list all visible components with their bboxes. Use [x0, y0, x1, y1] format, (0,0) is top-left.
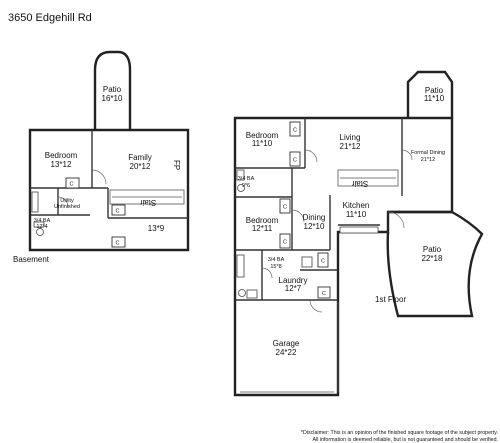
door-swing — [309, 299, 323, 313]
fireplace-label: FP — [172, 160, 181, 170]
room-name: 3/4 BA — [238, 176, 255, 182]
closet-box — [317, 286, 331, 299]
plan-title: 3650 Edgehill Rd — [8, 12, 92, 24]
room-size: 13*12 — [51, 160, 72, 169]
door-swing — [57, 196, 69, 208]
closet-label: C — [293, 128, 297, 134]
closet-label: C — [116, 209, 120, 215]
closet-box — [279, 198, 291, 214]
room-size: Unfinished — [54, 204, 80, 210]
door-swing — [401, 149, 413, 161]
basement-patio-outline — [93, 50, 132, 130]
room-size: 22*18 — [422, 254, 443, 263]
sink-fixture — [236, 169, 245, 181]
room-size: 12*11 — [252, 224, 273, 233]
floor-label: Basement — [13, 255, 50, 264]
closet-box — [317, 252, 329, 268]
basement-stair-outline — [109, 189, 185, 205]
door-swing — [304, 149, 318, 163]
room-name: Formal Dining — [411, 150, 445, 156]
closet-label: C — [283, 205, 287, 211]
room-name: Kitchen — [343, 201, 370, 210]
washer-fixture — [301, 256, 313, 268]
first-floor-outline — [233, 116, 454, 397]
room-name: Patio — [103, 85, 122, 94]
stair-label: Stair — [139, 198, 156, 207]
closet-label: C — [321, 259, 325, 265]
room-size: 9*6 — [242, 183, 250, 189]
closet-box — [279, 233, 291, 249]
room-name: Patio — [423, 245, 442, 254]
basement-outline — [28, 128, 190, 252]
room-name: Garage — [273, 339, 300, 348]
room-size: 11*10 — [252, 139, 273, 148]
closet-box — [111, 204, 126, 216]
room-size: 11*10 — [346, 210, 367, 219]
room-size: 21*12 — [340, 142, 361, 151]
shower-fixture — [236, 254, 245, 278]
room-name: Utility — [60, 198, 74, 204]
door-swing — [387, 211, 405, 229]
room-name: Family — [128, 153, 152, 162]
patio-right-outline — [386, 210, 484, 318]
room-size: 12*4 — [36, 224, 47, 230]
room-name: Laundry — [279, 276, 308, 285]
room-name: 3/4 BA — [34, 218, 51, 224]
closet-label: C — [70, 182, 74, 188]
room-name: Patio — [425, 86, 444, 95]
toilet-fixture — [36, 228, 44, 236]
room-size: 12*7 — [285, 284, 302, 293]
basement-plan: C C C Patio 16*10 Bedroom 13*12 Family 2… — [13, 50, 190, 264]
kitchen-counter — [339, 226, 379, 234]
toilet-fixture — [238, 289, 246, 297]
first-floor-plan: C C C C C C Patio 11*10 Bedroom 11*10 Li… — [233, 70, 484, 397]
sink-fixture — [33, 221, 45, 228]
closet-label: C — [322, 291, 326, 297]
closet-box — [65, 177, 80, 189]
door-swing — [91, 169, 107, 185]
room-size: 15*8 — [270, 264, 281, 270]
room-size: 16*10 — [102, 94, 123, 103]
closet-label: C — [283, 240, 287, 246]
room-name: Living — [340, 133, 361, 142]
disclaimer-line-2: All information is deemed reliable, but … — [312, 437, 498, 443]
closet-label: C — [116, 241, 120, 247]
room-size: 12*10 — [304, 222, 325, 231]
door-swing — [261, 267, 273, 279]
stair-outline — [337, 169, 399, 187]
room-size: 13*9 — [148, 224, 165, 233]
door-swing — [291, 209, 305, 223]
room-name: Bedroom — [246, 216, 279, 225]
room-size: 21*12 — [421, 157, 435, 163]
toilet-fixture — [237, 184, 245, 192]
room-name: Bedroom — [246, 131, 279, 140]
room-size: 24*22 — [276, 348, 297, 357]
closet-label: C — [293, 158, 297, 164]
closet-box — [289, 121, 301, 137]
closet-box — [289, 151, 301, 167]
shower-fixture — [31, 191, 39, 213]
stair-label: Stair — [351, 179, 368, 188]
room-name: Bedroom — [45, 151, 78, 160]
closet-box — [111, 236, 126, 248]
room-name: 3/4 BA — [268, 257, 285, 263]
room-size: 11*10 — [424, 94, 445, 103]
room-name: Dining — [303, 213, 326, 222]
floor-label: 1st Floor — [375, 295, 406, 304]
disclaimer-line-1: *Disclaimer: This is an opinion of the f… — [301, 430, 498, 436]
sink-fixture — [246, 289, 258, 299]
patio-top-outline — [406, 70, 454, 118]
room-size: 20*12 — [130, 162, 151, 171]
